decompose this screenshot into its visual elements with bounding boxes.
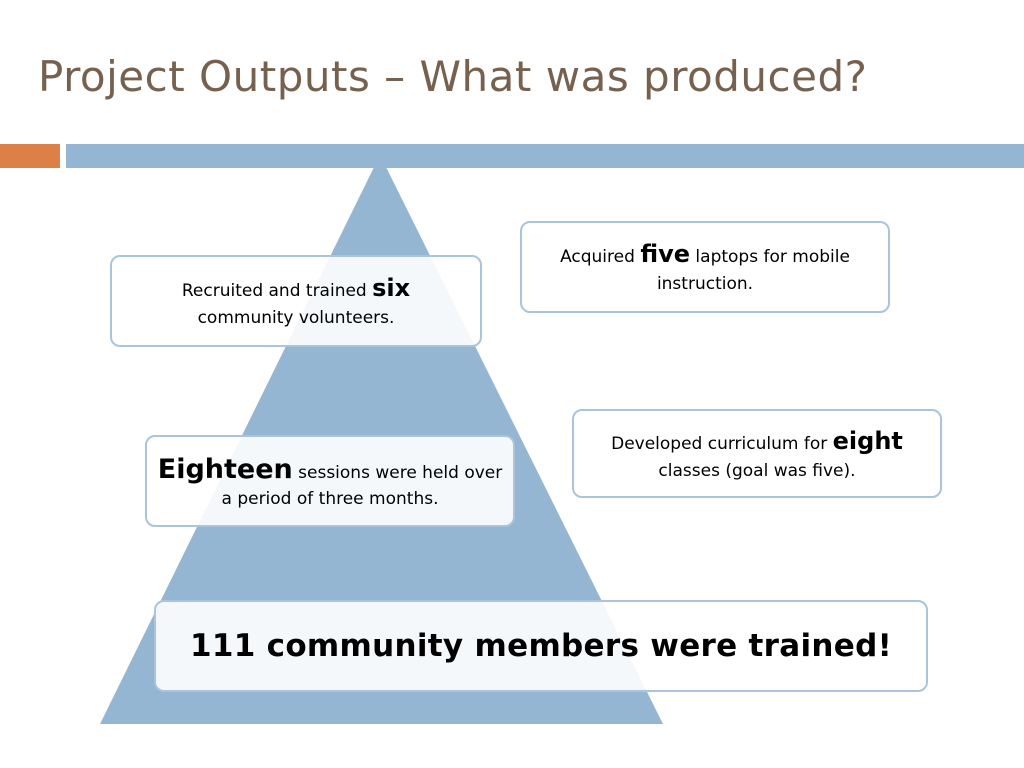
sessions-highlight: Eighteen — [157, 454, 293, 486]
accent-bar-blue — [66, 144, 1024, 168]
output-sessions-text: Eighteen sessions were held over a perio… — [147, 452, 513, 509]
output-curriculum-text: Developed curriculum for eight classes (… — [601, 424, 913, 483]
laptops-text-before: Acquired — [560, 247, 641, 268]
curriculum-text-after: classes (goal was five). — [658, 460, 856, 481]
output-laptops-box: Acquired five laptops for mobile instruc… — [520, 221, 890, 313]
volunteers-text-before: Recruited and trained — [181, 281, 373, 302]
output-sessions-box: Eighteen sessions were held over a perio… — [145, 435, 515, 527]
slide-title: Project Outputs – What was produced? — [38, 52, 868, 101]
curriculum-text-before: Developed curriculum for — [611, 433, 833, 454]
accent-bar-orange — [0, 144, 60, 168]
output-volunteers-text: Recruited and trained six community volu… — [172, 271, 420, 330]
output-laptops-text: Acquired five laptops for mobile instruc… — [522, 237, 888, 296]
laptops-text-after: laptops for mobile instruction. — [656, 247, 850, 295]
output-curriculum-box: Developed curriculum for eight classes (… — [572, 409, 942, 498]
output-volunteers-box: Recruited and trained six community volu… — [110, 255, 482, 347]
laptops-highlight: five — [640, 240, 691, 269]
output-trained-box: 111 community members were trained! — [154, 600, 928, 692]
curriculum-highlight: eight — [832, 426, 903, 455]
output-trained-text: 111 community members were trained! — [189, 627, 893, 664]
volunteers-text-after: community volunteers. — [197, 308, 395, 329]
volunteers-highlight: six — [372, 274, 411, 303]
sessions-text-after: sessions were held over a period of thre… — [221, 463, 503, 509]
